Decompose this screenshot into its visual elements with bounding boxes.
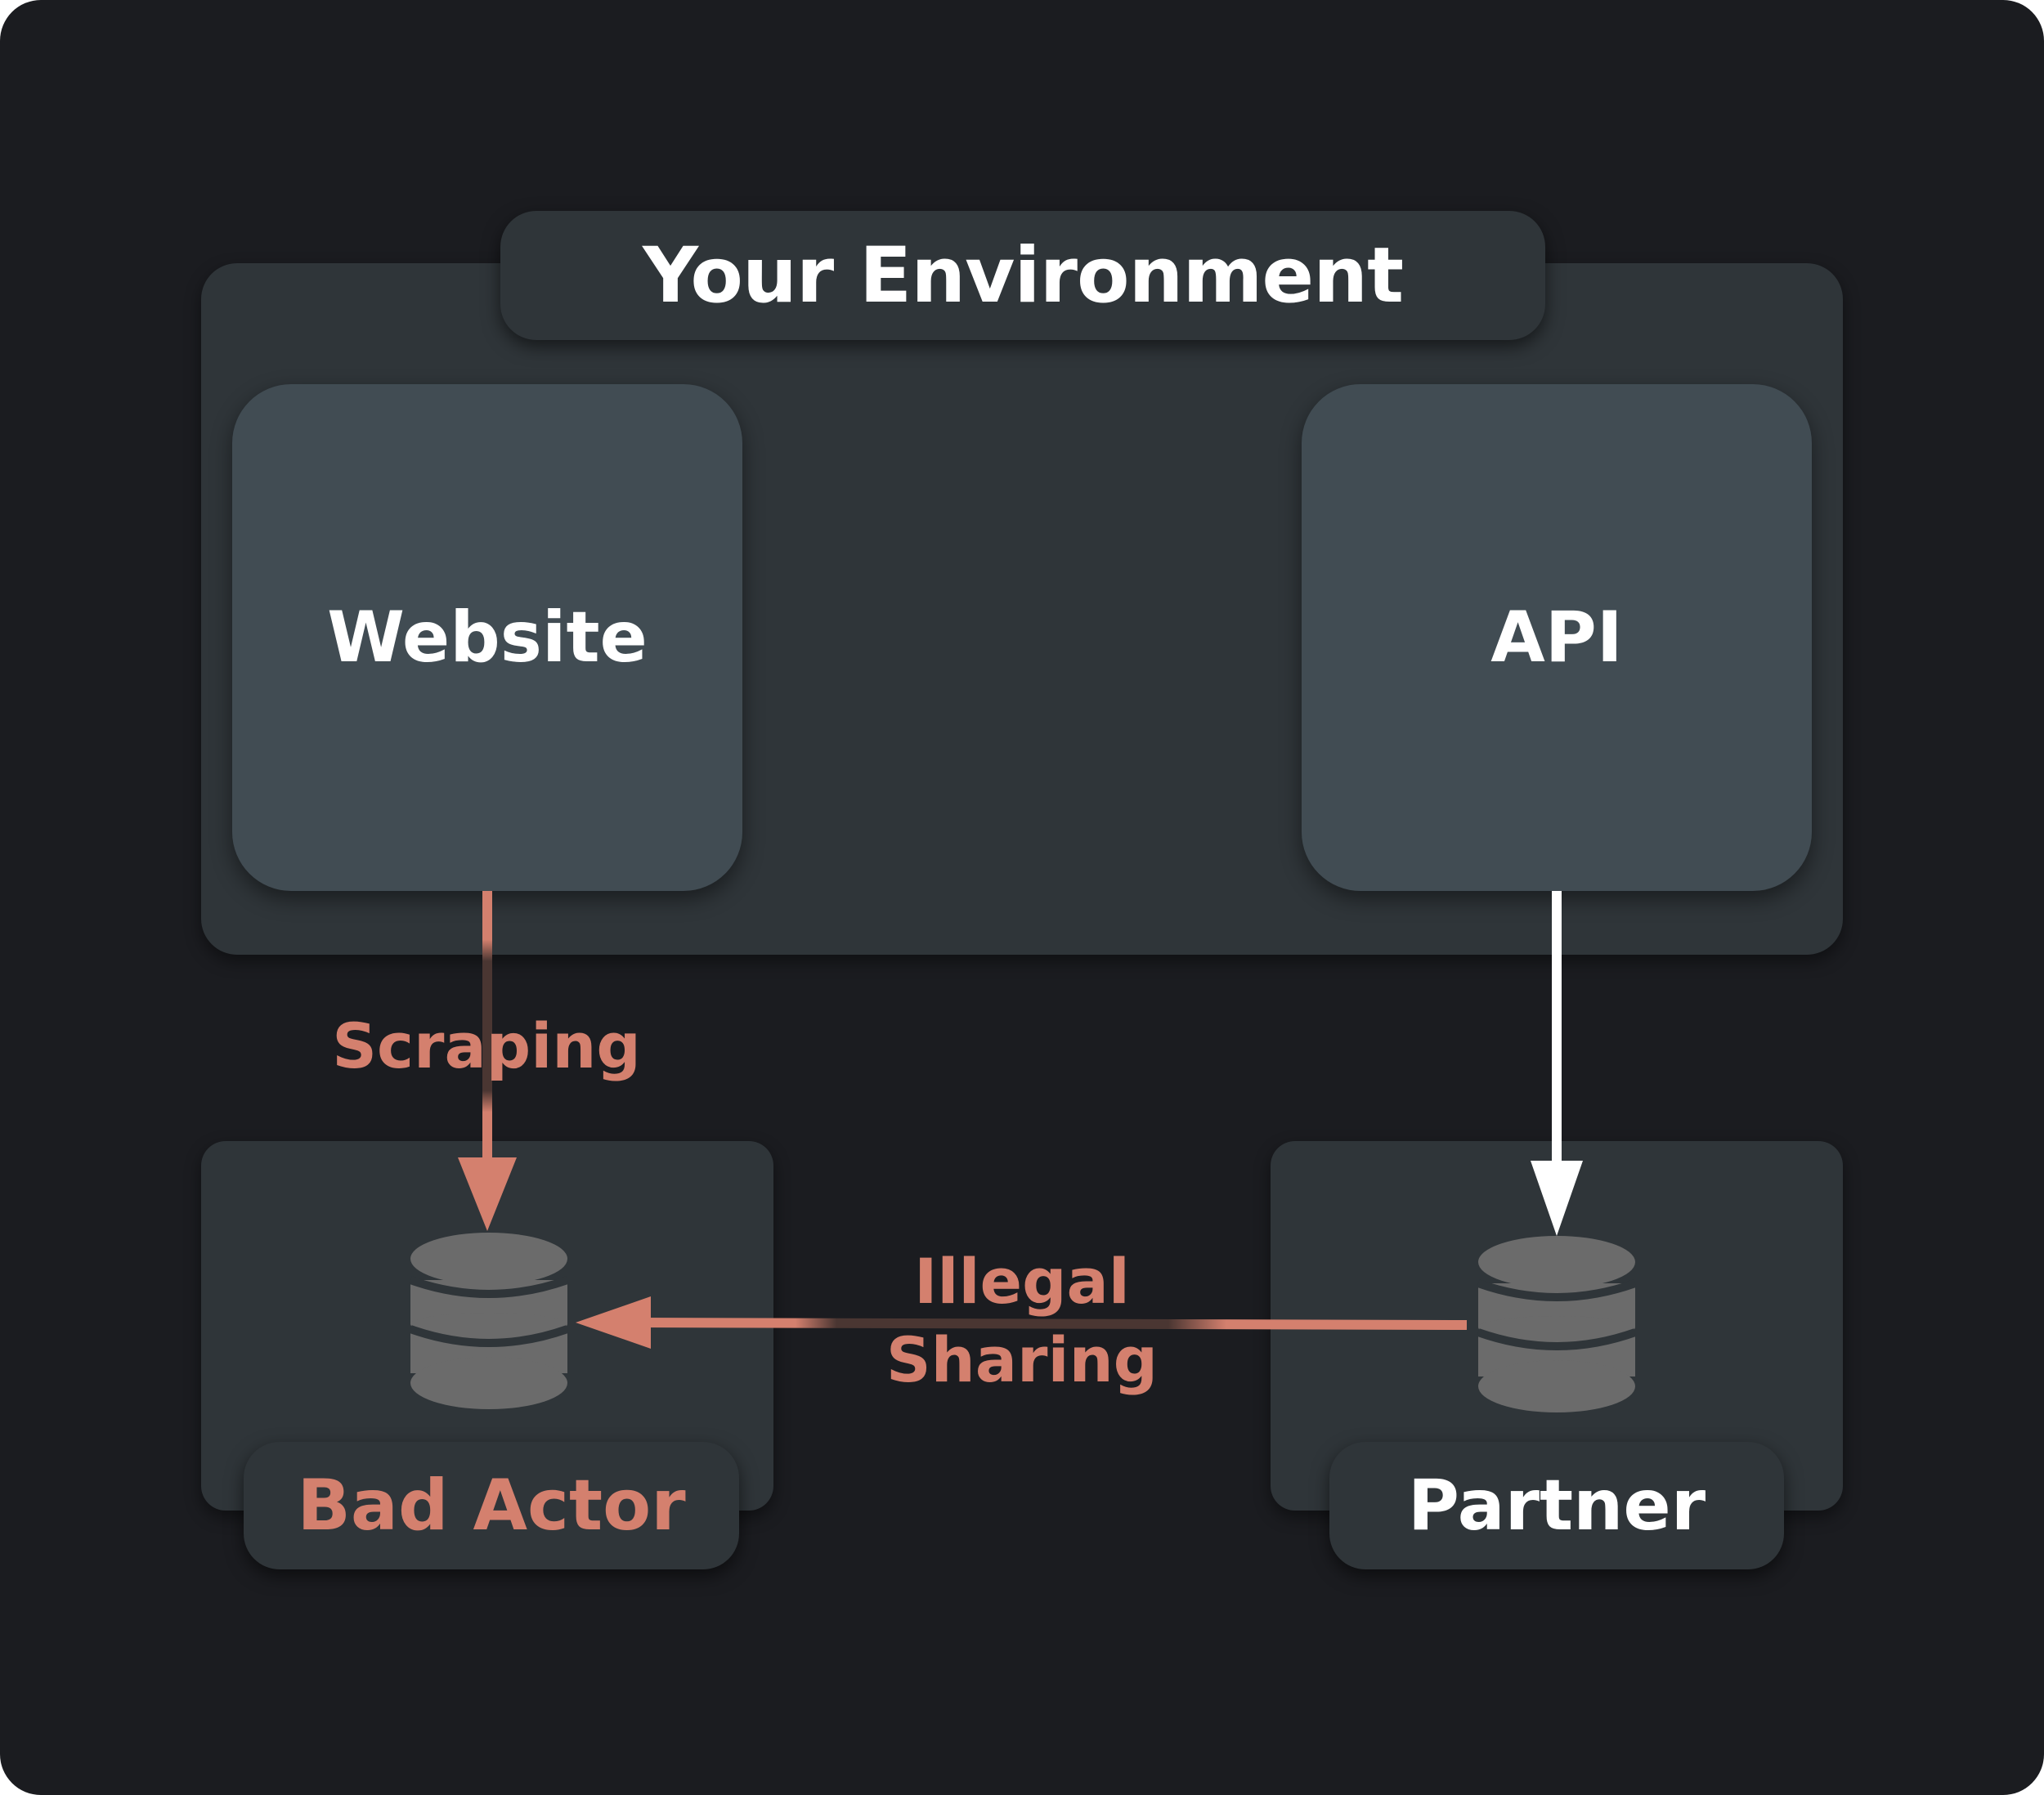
environment-title-tab: Your Environment — [500, 211, 1545, 340]
database-icon — [409, 1233, 569, 1409]
website-node: Website — [232, 384, 742, 891]
api-partner-arrowhead — [1531, 1161, 1583, 1236]
website-label: Website — [327, 597, 648, 678]
scraping-arrowhead — [458, 1157, 517, 1231]
scraping-label: Scraping — [294, 1007, 679, 1086]
partner-tab: Partner — [1329, 1442, 1784, 1569]
api-label: API — [1490, 597, 1623, 678]
scraping-label-text: Scraping — [332, 1009, 641, 1082]
sharing-arrow-line — [637, 1318, 1468, 1330]
bad-actor-label: Bad Actor — [297, 1465, 686, 1547]
illegal-sharing-line2: Sharing — [885, 1323, 1159, 1396]
sharing-arrowhead — [576, 1296, 651, 1349]
api-node: API — [1302, 384, 1812, 891]
illegal-sharing-line1: Illegal — [914, 1245, 1130, 1318]
bad-actor-tab: Bad Actor — [244, 1442, 739, 1569]
environment-title: Your Environment — [642, 231, 1404, 320]
partner-label: Partner — [1407, 1465, 1706, 1547]
illegal-sharing-label: Illegal Sharing — [818, 1242, 1226, 1399]
database-icon — [1477, 1236, 1637, 1412]
